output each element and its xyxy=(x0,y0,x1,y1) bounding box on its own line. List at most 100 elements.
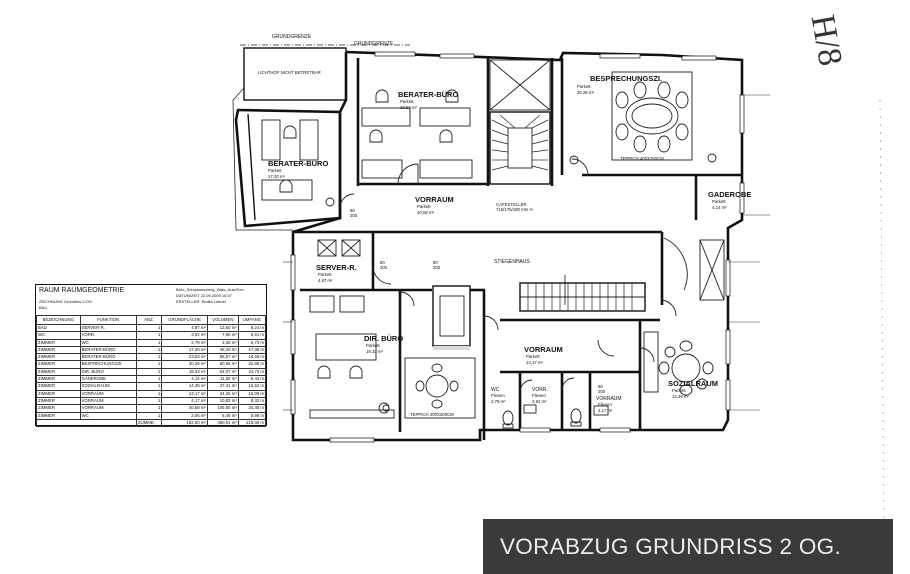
table-cell: 54,07 m³ xyxy=(206,367,239,377)
table-cell: 1 xyxy=(135,338,163,347)
table-cell: 7,60 m³ xyxy=(206,331,239,340)
schedule-bau: BAU xyxy=(39,305,48,310)
table-cell: BERATER-BÜRO xyxy=(79,345,137,355)
table-cell: BERATER-BÜRO xyxy=(79,353,137,362)
table-cell: ZIMMER xyxy=(36,396,81,406)
room-name: WC xyxy=(491,387,500,393)
table-cell: 8,43 m xyxy=(237,375,267,384)
table-cell: 3,92 m² xyxy=(161,331,208,340)
table-cell: 105,50 m³ xyxy=(206,404,239,413)
table-cell: SERVER-R. xyxy=(79,323,137,333)
table-cell: WC xyxy=(79,411,137,420)
table-cell: VORRAUM xyxy=(79,389,137,398)
room-floor: Parkett xyxy=(712,199,726,204)
table-cell: 1 xyxy=(135,404,163,413)
teppich-label: TEPPICH 400X250CM xyxy=(620,156,664,161)
table-cell: 34,45 m xyxy=(237,404,267,413)
desks-dir-buero xyxy=(309,295,395,419)
table-cell: WC xyxy=(79,338,137,347)
table-cell: 1 xyxy=(135,367,163,377)
table-cell: 4,14 m² xyxy=(161,375,208,384)
room-name: SOZIALRAUM xyxy=(668,379,718,388)
schedule-project: Büro_Schwarzenberg_Wals_Aust/Sch xyxy=(176,287,244,292)
table-cell: 6,61 m xyxy=(237,331,267,340)
wc-fixtures xyxy=(502,404,609,429)
table-cell: ZIMMER xyxy=(36,389,81,398)
room-name: BERATER-BÜRO xyxy=(268,159,328,168)
schedule-zeichnung: ZEICHNUNG Grundriss 2.OG xyxy=(39,299,92,304)
windows xyxy=(290,51,745,443)
table-cell: 16,08 m xyxy=(237,389,267,398)
table-cell: SOZIALRAUM xyxy=(79,382,137,391)
room-area: 13,17 m² xyxy=(526,360,544,365)
table-cell: BESPRECHUNGSZI. xyxy=(79,360,137,369)
table-cell: ZIMMER xyxy=(36,411,81,420)
sum-value: 360,51 m³ xyxy=(206,418,239,428)
room-name: VORRAUM xyxy=(524,345,563,354)
schedule-datum: DATUM/ZEIT 22.09.2009 16:37 xyxy=(176,293,232,298)
column-header: GRUNDFLÄCHE xyxy=(161,315,208,325)
garderobe-rack xyxy=(699,239,725,301)
plan-annotations: STIEGENHAUS TEPPICH 400X250CM TEPPICH 20… xyxy=(350,156,664,417)
sum-label: SUMME: xyxy=(135,418,163,428)
property-boundary: GRUNDGRENZE GRUNDGRENZE xyxy=(232,34,410,231)
column-header: UMFANG xyxy=(237,315,267,325)
round-table-small xyxy=(404,357,476,419)
draft-banner: VORABZUG GRUNDRISS 2 OG. xyxy=(483,519,893,574)
stairwell-upper xyxy=(489,59,551,185)
grundgrenze-label-1: GRUNDGRENZE xyxy=(272,34,312,40)
table-cell: 13,17 m² xyxy=(161,389,208,398)
table-cell: 5,45 m³ xyxy=(206,411,239,420)
table-cell: 24,72 m xyxy=(237,367,267,377)
stiegenhaus-label: STIEGENHAUS xyxy=(494,259,531,265)
table-cell: 30,26 m² xyxy=(161,360,208,369)
sum-value: 182,50 m² xyxy=(161,418,208,428)
table-cell: ZIMMER xyxy=(36,338,81,347)
round-table-sozialraum xyxy=(643,331,714,396)
table-cell: 18,66 m xyxy=(237,353,267,362)
table-cell: 16,62 m xyxy=(237,382,267,391)
table-cell: 3,36 m³ xyxy=(206,338,239,347)
main-staircase xyxy=(519,275,646,312)
room-area: 4,17 m² xyxy=(598,408,613,413)
room-name: VORRAUM xyxy=(596,396,622,402)
neighbour-label: LICHTHOF NICHT BETRETBAR xyxy=(258,70,321,75)
table-cell: 13,60 m³ xyxy=(206,323,239,333)
schedule-header-row: BEZEICHNUNG FUNKTION ANZ. GRUNDFLÄCHE VO… xyxy=(36,315,267,325)
room-floor: Parkett xyxy=(318,272,332,277)
table-cell: 4,87 m² xyxy=(161,323,208,333)
room-name: BESPRECHUNGSZI. xyxy=(590,74,662,83)
table-cell: 1 xyxy=(135,411,163,420)
table-cell: 1 xyxy=(135,345,163,355)
room-name: BERATER-BÜRO xyxy=(398,90,458,99)
cafe-label-2: 715/175/180 mm H xyxy=(496,207,533,212)
column-header: BEZEICHNUNG xyxy=(36,315,81,325)
table-cell: 2,06 m² xyxy=(161,411,208,420)
table-cell: ZIMMER xyxy=(36,375,81,384)
table-cell: 48,40 m³ xyxy=(206,345,239,355)
room-floor: Parkett xyxy=(577,84,591,89)
room-area: 40,58 m² xyxy=(417,210,435,215)
table-cell: 14,39 m² xyxy=(161,382,208,391)
room-name: VORR. xyxy=(532,387,548,393)
table-cell: DIR. BÜRO xyxy=(79,367,137,377)
cafe-label-1: CAFESTELLER xyxy=(496,202,527,207)
table-cell: 8,32 m xyxy=(237,396,267,406)
room-floor: Fliesen xyxy=(491,393,505,398)
table-cell: 1 xyxy=(135,323,163,333)
room-name: VORRAUM xyxy=(415,195,454,204)
table-cell: ZIMMER xyxy=(36,382,81,391)
room-floor: Fliesen xyxy=(598,402,612,407)
server-racks xyxy=(317,239,361,257)
